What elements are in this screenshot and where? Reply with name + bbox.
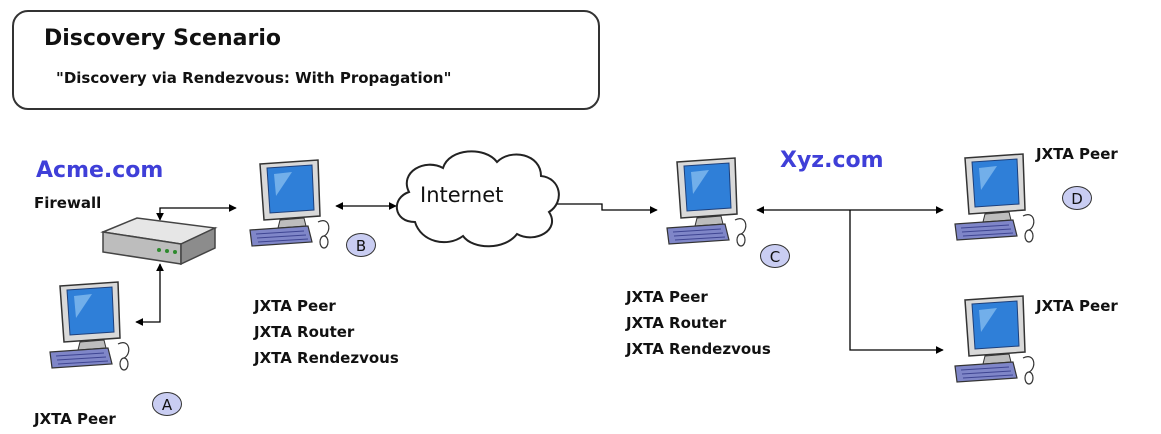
firewall-label: Firewall — [34, 194, 102, 212]
computer-icon — [954, 295, 1035, 385]
diagram-title: Discovery Scenario — [44, 26, 281, 51]
internet-label: Internet — [420, 183, 504, 207]
node-b-roles: JXTA Peer JXTA Router JXTA Rendezvous — [254, 293, 399, 371]
role-line: JXTA Peer — [626, 288, 708, 306]
firewall-router-icon — [100, 217, 218, 266]
node-a-roles: JXTA Peer — [34, 406, 116, 432]
computer-icon — [249, 159, 330, 249]
node-c-roles: JXTA Peer JXTA Router JXTA Rendezvous — [626, 284, 771, 362]
title-panel: Discovery Scenario "Discovery via Rendez… — [12, 10, 600, 110]
diagram-subtitle: "Discovery via Rendezvous: With Propagat… — [56, 69, 452, 87]
role-line: JXTA Router — [254, 323, 355, 341]
link-internet-c — [546, 200, 658, 214]
cloud-icon — [395, 150, 560, 248]
role-line: JXTA Peer — [254, 297, 336, 315]
role-line: JXTA Peer — [34, 410, 116, 428]
node-a-badge: A — [152, 392, 182, 416]
node-c-badge: C — [760, 244, 790, 268]
domain-left-label: Acme.com — [36, 158, 164, 183]
node-d-badge: D — [1062, 186, 1092, 210]
link-firewall-b — [156, 204, 237, 221]
node-d-roles: JXTA Peer — [1036, 141, 1118, 167]
link-branch-e — [849, 210, 944, 354]
node-e-roles: JXTA Peer — [1036, 293, 1118, 319]
role-line: JXTA Peer — [1036, 145, 1118, 163]
role-line: JXTA Router — [626, 314, 727, 332]
role-line: JXTA Rendezvous — [626, 340, 771, 358]
computer-icon — [954, 153, 1035, 243]
link-firewall-a — [135, 263, 164, 326]
computer-icon — [49, 281, 130, 371]
role-line: JXTA Peer — [1036, 297, 1118, 315]
node-b-badge: B — [346, 233, 376, 257]
domain-right-label: Xyz.com — [780, 148, 884, 173]
computer-icon — [666, 157, 747, 247]
role-line: JXTA Rendezvous — [254, 349, 399, 367]
